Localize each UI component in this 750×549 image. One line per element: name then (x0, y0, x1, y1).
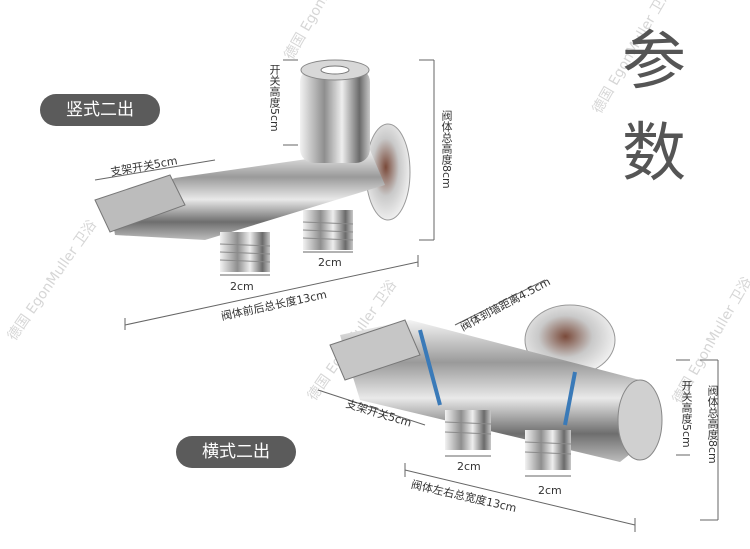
vertical-outlet-spacing-b: 2cm (318, 256, 342, 269)
spec-title-line1: 参 (622, 25, 686, 99)
vertical-outlet-spacing-a: 2cm (230, 280, 254, 293)
vertical-total-height: 阀体总高度8cm (440, 110, 453, 189)
spec-title-line2: 数 (622, 117, 686, 191)
vertical-type-label: 竖式二出 (40, 94, 160, 126)
vertical-valve-image (94, 59, 411, 272)
horizontal-outlet-spacing-b: 2cm (538, 484, 562, 497)
vertical-switch-height: 开关高度5cm (268, 64, 281, 132)
horizontal-total-height: 阀体总高度8cm (706, 385, 719, 464)
horizontal-dimension-lines (317, 279, 719, 532)
horizontal-type-label: 横式二出 (176, 436, 296, 468)
horizontal-outlet-spacing-a: 2cm (457, 460, 481, 473)
horizontal-switch-height: 开关高度5cm (680, 380, 693, 448)
vertical-dimension-lines (94, 59, 435, 330)
horizontal-valve-image (329, 304, 663, 470)
